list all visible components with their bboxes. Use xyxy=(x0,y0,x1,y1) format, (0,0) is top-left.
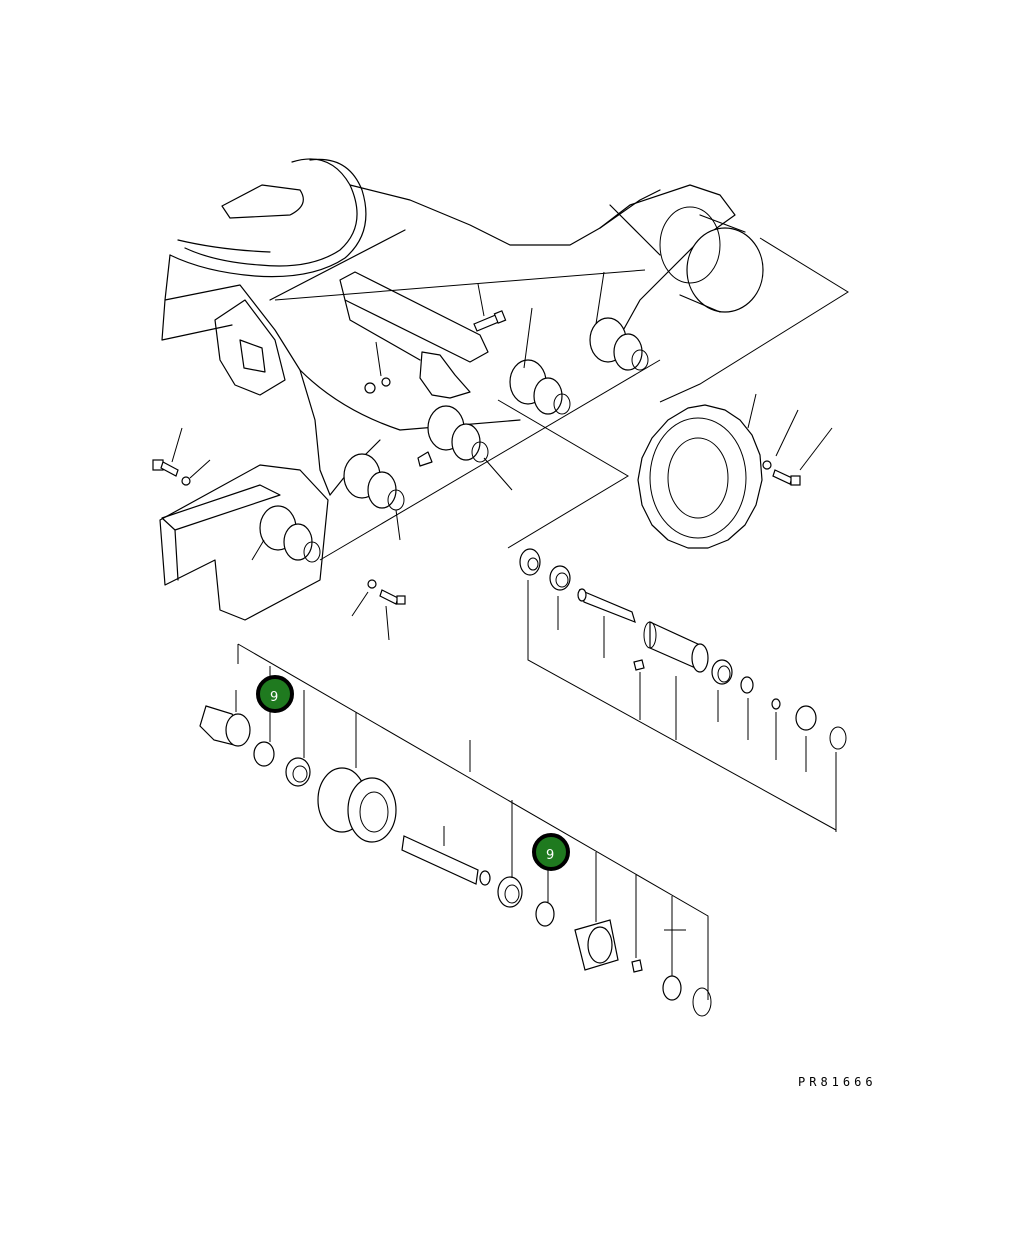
bolt-left xyxy=(152,459,191,486)
collar-right xyxy=(574,919,619,971)
callout-label: 9 xyxy=(546,848,554,863)
bushing-right xyxy=(535,901,555,927)
roller-body xyxy=(317,767,397,843)
nut-left xyxy=(364,377,391,394)
cap-idler xyxy=(795,705,817,731)
track-roller-5 xyxy=(259,505,321,563)
callout-badge-9-upper[interactable]: 9 xyxy=(256,675,294,713)
collar-left xyxy=(199,705,251,747)
callout-label: 9 xyxy=(270,690,278,705)
seal-right xyxy=(497,876,523,908)
bushing-left xyxy=(253,741,275,767)
frame-fasteners xyxy=(152,310,801,605)
track-frame xyxy=(159,158,764,621)
snap-ring-idler xyxy=(829,726,847,750)
bolt-lower xyxy=(367,579,406,605)
sprocket xyxy=(637,404,763,549)
sprocket-bolt xyxy=(762,460,801,486)
idler-hub xyxy=(643,621,709,673)
drawing-code: PR81666 xyxy=(798,1075,877,1089)
plug-idler xyxy=(633,659,645,671)
track-roller-1 xyxy=(589,317,649,371)
track-roller-4 xyxy=(343,453,405,511)
o-ring-idler xyxy=(740,676,754,694)
bolt-top xyxy=(473,310,507,332)
roller-shaft xyxy=(401,835,491,886)
track-rollers xyxy=(259,317,661,563)
shaft-idler xyxy=(577,588,636,624)
snap-ring-right xyxy=(692,987,712,1017)
leader-lines-upper xyxy=(171,237,849,641)
track-roller-3 xyxy=(427,405,489,463)
callout-badge-9-lower[interactable]: 9 xyxy=(532,833,570,871)
idler-parts xyxy=(519,548,847,832)
bushing xyxy=(519,548,541,576)
seal-left xyxy=(285,757,311,787)
plug-right xyxy=(631,959,643,973)
pin-idler xyxy=(771,698,781,710)
seal-idler xyxy=(711,659,733,685)
track-roller-2 xyxy=(509,359,571,415)
roller-exploded-view xyxy=(199,643,712,1017)
o-ring-right xyxy=(662,975,682,1001)
bearing xyxy=(549,565,571,591)
